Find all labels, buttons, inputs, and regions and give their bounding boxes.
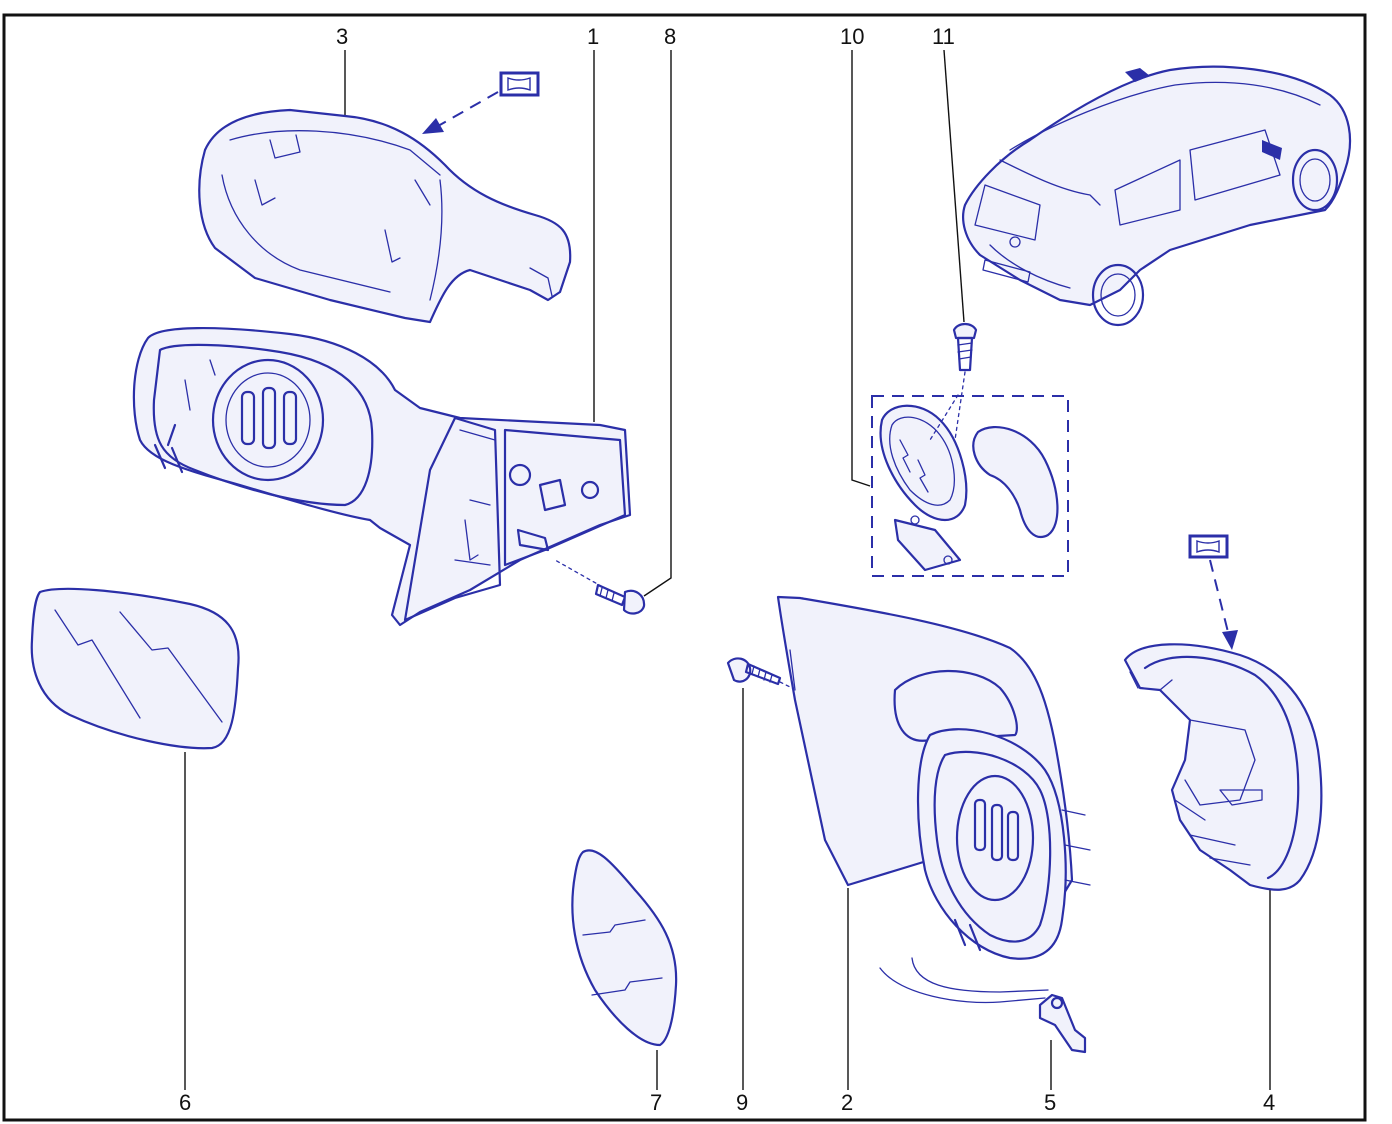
part-3-upper-cover (198, 108, 572, 324)
callout-10: 10 (840, 24, 864, 49)
part-1-mirror-housing (132, 326, 632, 627)
callout-3: 3 (336, 24, 348, 49)
callout-6: 6 (179, 1090, 191, 1115)
part-11-screw (952, 322, 978, 441)
callout-7: 7 (650, 1090, 662, 1115)
part-6-mirror-glass (30, 587, 240, 750)
callout-11: 11 (932, 24, 955, 49)
paint-code-marker-icon (499, 71, 540, 97)
vehicle-locator-icon (962, 65, 1352, 327)
paint-code-marker-icon (1188, 534, 1229, 559)
part-8-screw (554, 559, 646, 615)
callout-1: 1 (587, 24, 599, 49)
callout-4: 4 (1263, 1090, 1275, 1115)
diagram-frame (2, 13, 1367, 1122)
callout-2: 2 (841, 1090, 853, 1115)
leader-lines (184, 49, 1271, 1090)
part-7-mirror-glass (571, 849, 678, 1047)
callout-5: 5 (1044, 1090, 1056, 1115)
callout-8: 8 (664, 24, 676, 49)
callout-labels: 3 1 8 10 11 6 7 9 2 5 4 (179, 24, 1275, 1115)
part-10-repeater-assembly (871, 394, 1069, 577)
callout-9: 9 (736, 1090, 748, 1115)
part-5-cable-clip (879, 957, 1087, 1054)
part-4-right-cover (1123, 643, 1323, 891)
part-9-screw (726, 657, 801, 693)
part-2-right-mirror-housing (776, 595, 1091, 960)
